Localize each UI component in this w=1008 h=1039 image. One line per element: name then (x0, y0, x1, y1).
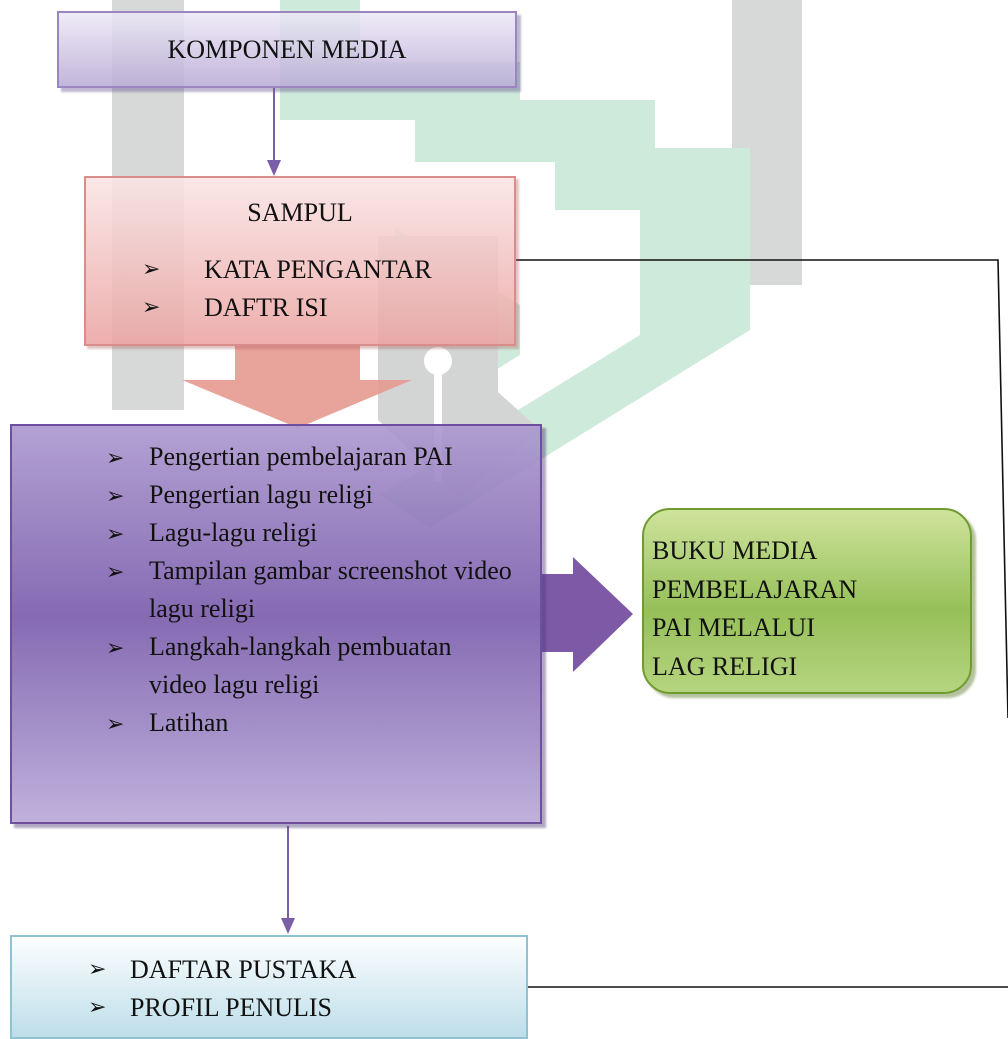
list-item: ➢DAFTR ISI (142, 293, 328, 322)
buku-line: PEMBELAJARAN (652, 574, 858, 604)
arrow-bullet-icon: ➢ (88, 995, 107, 1020)
buku-line: BUKU MEDIA (652, 536, 818, 565)
down-arrow-sampul-isi (182, 346, 412, 428)
buku-line: PAI MELALUI (652, 613, 815, 642)
sampul-box: SAMPUL ➢KATA PENGANTAR ➢DAFTR ISI (84, 176, 516, 346)
isi-box: ➢Pengertian pembelajaran PAI ➢Pengertian… (10, 424, 542, 824)
list-item: ➢PROFIL PENULIS (88, 993, 333, 1022)
arrow-bullet-icon: ➢ (106, 712, 125, 737)
isi-list: ➢Pengertian pembelajaran PAI ➢Pengertian… (12, 438, 514, 742)
arrow-bullet-icon: ➢ (88, 957, 107, 982)
list-item: ➢Latihan (12, 704, 514, 742)
big-arrow-isi-buku (542, 557, 633, 672)
buku-media-box: BUKU MEDIA PEMBELAJARAN PAI MELALUI LAG … (642, 508, 972, 694)
arrow-bullet-icon: ➢ (142, 257, 161, 282)
list-item: ➢KATA PENGANTAR (142, 255, 432, 284)
sampul-list: ➢KATA PENGANTAR ➢DAFTR ISI (110, 255, 432, 331)
komponen-media-box: KOMPONEN MEDIA (57, 11, 517, 88)
watermark-pen-slit (434, 362, 442, 482)
komponen-media-label: KOMPONEN MEDIA (167, 34, 407, 64)
arrowhead-komponen-sampul (267, 160, 281, 176)
list-item: ➢Langkah-langkah pembuatan video lagu re… (106, 632, 452, 699)
arrow-bullet-icon: ➢ (106, 446, 125, 471)
watermark-stepped-frame (280, 0, 750, 528)
list-item: ➢DAFTAR PUSTAKA (88, 955, 357, 984)
sampul-title: SAMPUL (247, 198, 353, 227)
arrow-bullet-icon: ➢ (106, 636, 125, 661)
pustaka-list: ➢DAFTAR PUSTAKA ➢PROFIL PENULIS (12, 955, 356, 1031)
arrow-bullet-icon: ➢ (142, 295, 161, 320)
watermark-pen-dot (424, 347, 452, 375)
arrow-bullet-icon: ➢ (106, 484, 125, 509)
arrow-bullet-icon: ➢ (106, 560, 125, 585)
pustaka-box: ➢DAFTAR PUSTAKA ➢PROFIL PENULIS (10, 935, 528, 1039)
line-sampul-right (516, 259, 1008, 719)
list-item: ➢Lagu-lagu religi (12, 514, 514, 552)
arrow-bullet-icon: ➢ (106, 522, 125, 547)
list-item: ➢Pengertian lagu religi (12, 476, 514, 514)
list-item: ➢Pengertian pembelajaran PAI (12, 438, 514, 476)
buku-line: LAG RELIGI (652, 651, 798, 681)
list-item: ➢Tampilan gambar screenshot video lagu r… (106, 556, 512, 623)
buku-media-label: BUKU MEDIA PEMBELAJARAN PAI MELALUI LAG … (652, 532, 857, 686)
arrowhead-isi-pustaka (281, 918, 295, 934)
